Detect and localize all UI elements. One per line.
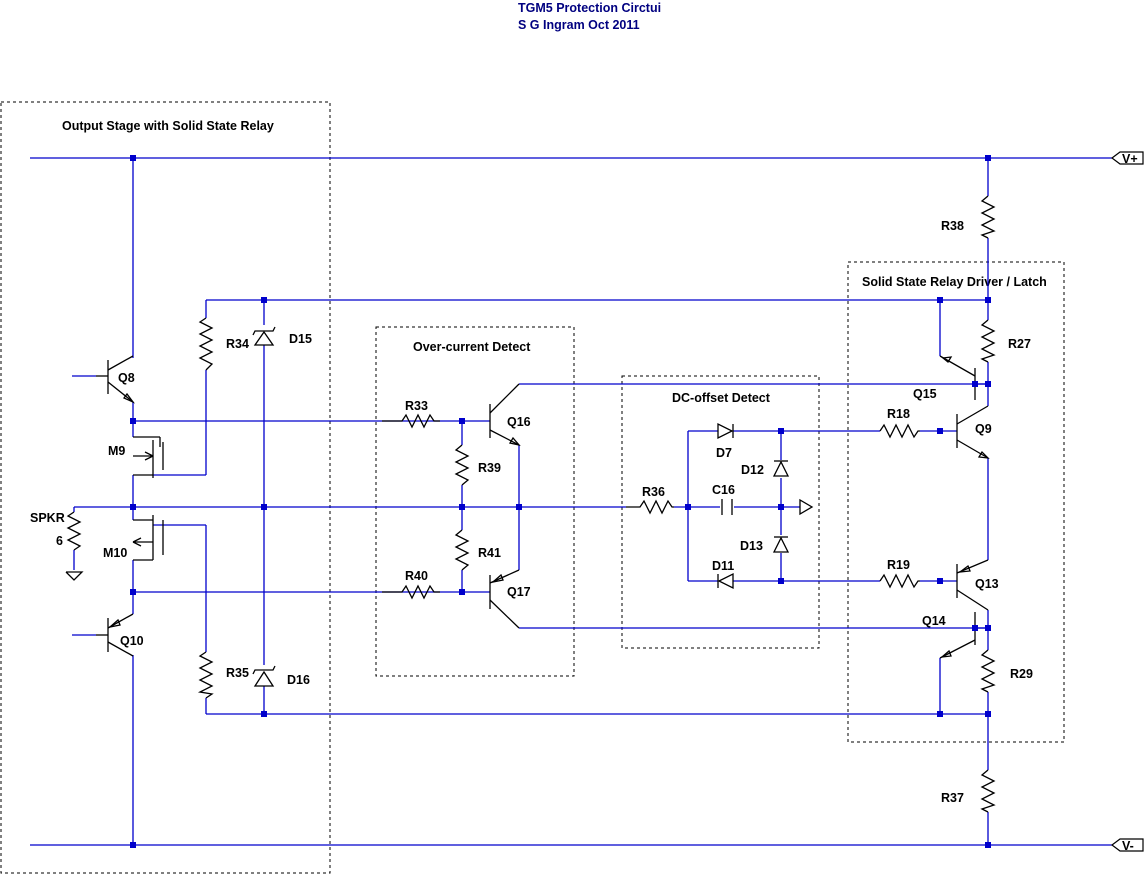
r34-label: R34 — [226, 337, 249, 351]
r37-resistor — [980, 769, 996, 813]
ground-symbol — [799, 498, 814, 516]
title-line-2: S G Ingram Oct 2011 — [518, 18, 640, 32]
relay-driver-label: Solid State Relay Driver / Latch — [862, 275, 1047, 289]
r36-resistor — [626, 499, 674, 515]
r27-label: R27 — [1008, 337, 1031, 351]
m10-label: M10 — [103, 546, 127, 560]
m10-mosfet — [132, 515, 164, 561]
r40-resistor — [382, 584, 440, 600]
supply-rails — [30, 157, 1112, 846]
q8-transistor — [96, 355, 136, 404]
q10-label: Q10 — [120, 634, 144, 648]
r18-label: R18 — [887, 407, 910, 421]
q17-label: Q17 — [507, 585, 531, 599]
r19-label: R19 — [887, 558, 910, 572]
r41-label: R41 — [478, 546, 501, 560]
q14-label: Q14 — [922, 614, 946, 628]
title-line-1: TGM5 Protection Circtui — [518, 1, 661, 15]
spkr-resistor — [65, 511, 84, 581]
d13-label: D13 — [740, 539, 763, 553]
dc-offset-box — [621, 375, 820, 649]
r35-label: R35 — [226, 666, 249, 680]
vminus-port — [1111, 838, 1144, 852]
q13-transistor — [956, 559, 989, 611]
d11-diode — [717, 572, 734, 590]
r33-resistor — [382, 413, 440, 429]
q16-label: Q16 — [507, 415, 531, 429]
d16-label: D16 — [287, 673, 310, 687]
r40-label: R40 — [405, 569, 428, 583]
dc-offset-label: DC-offset Detect — [672, 391, 771, 405]
q9-label: Q9 — [975, 422, 992, 436]
d15-zener — [252, 326, 276, 346]
r38-resistor — [980, 195, 996, 239]
junction-dots — [130, 155, 991, 848]
spkr-value: 6 — [56, 534, 63, 548]
overcurrent-box — [375, 326, 575, 677]
vplus-port — [1111, 151, 1144, 165]
d16-zener — [252, 665, 276, 687]
q15-label: Q15 — [913, 387, 937, 401]
r34-resistor — [198, 317, 214, 371]
relay-driver-box — [847, 261, 1065, 743]
c16-capacitor — [721, 499, 733, 515]
output-stage-wiring — [72, 158, 988, 845]
r35-resistor — [197, 651, 214, 699]
q17-transistor — [489, 569, 520, 629]
overcurrent-label: Over-current Detect — [413, 340, 531, 354]
output-stage-label: Output Stage with Solid State Relay — [62, 119, 274, 133]
d13-diode — [772, 536, 790, 553]
r39-resistor — [454, 444, 470, 486]
c16-label: C16 — [712, 483, 735, 497]
output-stage-box — [0, 101, 331, 874]
r29-label: R29 — [1010, 667, 1033, 681]
q8-label: Q8 — [118, 371, 135, 385]
d7-diode — [717, 422, 734, 440]
q16-transistor — [489, 383, 521, 447]
r41-resistor — [454, 529, 470, 571]
d7-label: D7 — [716, 446, 732, 460]
r39-label: R39 — [478, 461, 501, 475]
r36-label: R36 — [642, 485, 665, 499]
spkr-label: SPKR — [30, 511, 65, 525]
r18-resistor — [879, 423, 920, 439]
d11-label: D11 — [712, 559, 734, 573]
d15-label: D15 — [289, 332, 312, 346]
q15-transistor — [939, 355, 976, 400]
r27-resistor — [980, 319, 996, 363]
q9-transistor — [956, 405, 990, 459]
q13-label: Q13 — [975, 577, 999, 591]
r19-resistor — [879, 573, 920, 589]
d12-label: D12 — [741, 463, 764, 477]
r33-label: R33 — [405, 399, 428, 413]
m9-label: M9 — [108, 444, 125, 458]
m9-mosfet — [133, 436, 164, 478]
q10-transistor — [96, 613, 134, 657]
vminus-label: V- — [1122, 839, 1134, 853]
dc-offset-wiring — [674, 430, 880, 582]
r37-label: R37 — [941, 791, 964, 805]
r29-resistor — [980, 649, 996, 693]
r38-label: R38 — [941, 219, 964, 233]
d12-diode — [772, 460, 790, 477]
vplus-label: V+ — [1122, 152, 1138, 166]
